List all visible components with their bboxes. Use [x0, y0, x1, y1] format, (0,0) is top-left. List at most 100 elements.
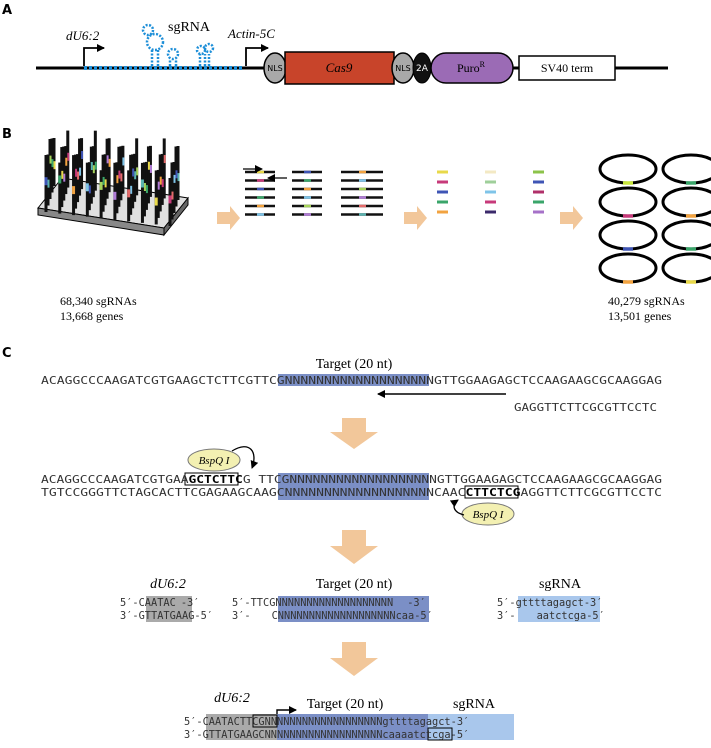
target-highlight-1 [278, 374, 429, 386]
plasmid-ring [598, 153, 658, 185]
cas9-box [284, 51, 395, 85]
tgt-bot-prefix: 3′- [232, 610, 251, 622]
tgt-top-seq: GNNNNNNNNNNNNNNNNNNN [269, 597, 393, 609]
row2-bot-right: AGGTTCTTCGCGTTCCTC [521, 487, 662, 499]
flow-arrow-2 [404, 206, 427, 230]
final-bot-suffix: -5′ [451, 729, 470, 741]
bspqi-site-box-2 [464, 485, 519, 499]
cas9-label: Cas9 [326, 60, 353, 75]
row2-top-right: GTTGGAAGAGCTCCAAGAAGCGCAAGGAG [437, 474, 662, 486]
u6-bot-suffix: -5′ [194, 610, 213, 622]
final-top-target: GNNNNNNNNNNNNNNNNNNN [258, 716, 382, 728]
row1-target: GNNNNNNNNNNNNNNNNNNN [277, 375, 434, 387]
svg-text:ACAGGCCCAAGATCGTGAAGCTCTTCGTTC: ACAGGCCCAAGATCGTGAAGCTCTTCGTTCGNNNNNNNNN… [41, 375, 662, 387]
final-bot-sg: aatctcga [401, 729, 451, 741]
sgrna-label: sgRNA [168, 20, 211, 35]
sg-bot-seq: aatctcga [537, 610, 587, 622]
flow-arrow-c1 [330, 418, 378, 449]
svg-text:PuroR: PuroR [457, 60, 486, 75]
sg-top-seq: gttttagagct [516, 597, 584, 609]
row4-caa-box [427, 727, 453, 741]
final-bot-caa: caa [382, 729, 401, 741]
row1-top-right: GTTGGAAGAGCTCCAAGAAGCGCAAGGAG [434, 375, 662, 387]
flow-arrow-3 [560, 206, 583, 230]
left-sgrna-count: 68,340 sgRNAs [60, 294, 137, 308]
u6-top-seq: CAATAC [139, 597, 176, 609]
row4-sgrna-highlight [428, 714, 514, 740]
row4-target-label: Target (20 nt) [307, 697, 384, 712]
tgt-bot-suffix: caa-5′ [396, 610, 433, 622]
row2-bot-c: C [458, 487, 466, 499]
sv40-box [518, 55, 616, 81]
final-top-sg: gttttagagct [382, 716, 450, 728]
sg-top-prefix: 5′- [497, 597, 516, 609]
row3-promoter-label: dU6:2 [150, 577, 186, 592]
sg-bot-suffix: -5′ [586, 610, 605, 622]
row2-top-gap: G TTC [243, 474, 282, 486]
row3-u6-highlight [146, 596, 192, 622]
target-highlight-2 [278, 473, 429, 500]
pcr-products [243, 165, 383, 216]
final-top-prefix: 5′- [184, 716, 203, 728]
u6-top-prefix: 5′- [120, 597, 139, 609]
svg-text:5′-TTCGNNNNNNNNNNNNNNNNNNN-3′: 5′-TTCGNNNNNNNNNNNNNNNNNNN -3′ [232, 597, 426, 609]
svg-text:5′-CAATACTTCGNNNNNNNNNNNNNNNNN: 5′-CAATACTTCGNNNNNNNNNNNNNNNNNNNgttttaga… [184, 716, 469, 728]
array-oligo-bars [44, 130, 180, 226]
row2-site-2: CTTCTCG [465, 487, 520, 499]
flow-arrow-c3 [330, 642, 378, 676]
row4-promoter-label: dU6:2 [214, 691, 250, 706]
row4-sgrna-label: sgRNA [453, 697, 496, 712]
sv40-label: SV40 term [541, 61, 594, 75]
sgrna-stem-loop-icon [141, 23, 215, 66]
row1-top-left: ACAGGCCCAAGATCGTGAAGCTCTTCGTTC [41, 375, 277, 387]
final-bot-target: CNNNNNNNNNNNNNNNNNNN [258, 729, 382, 741]
row3-target-highlight [278, 596, 429, 622]
u6-bot-prefix: 3′- [120, 610, 139, 622]
svg-text:ACAGGCCCAAGATCGTGAAGCTCTTCG TT: ACAGGCCCAAGATCGTGAAGCTCTTCG TTCGNNNNNNNN… [41, 474, 662, 486]
tgt-top-prefix: 5′-TTC [232, 597, 269, 609]
bspqi-label-1: BspQ I [199, 455, 231, 467]
row4-ttc-box [252, 714, 278, 728]
sg-bot-prefix: 3′- [497, 610, 516, 622]
row2-top-left: ACAGGCCCAAGATCGTGAA [41, 474, 189, 486]
plasmid-ring [598, 219, 658, 251]
panel-b-label: B [2, 127, 12, 142]
row2-bot-target: CNNNNNNNNNNNNNNNNNNN [277, 487, 434, 499]
row4-target-highlight [277, 714, 428, 740]
final-bot-prefix: 3′- [184, 729, 203, 741]
vector-map: dU6:2 sgRNA Actin-5C NLS Cas9 NLS 2A Pur… [36, 20, 668, 85]
tgt-top-suffix: -3′ [407, 597, 426, 609]
row2-site-1: GCTCTTC [188, 474, 242, 486]
row3-target-label: Target (20 nt) [316, 577, 393, 592]
final-bot-u6: GTTATGAAG [203, 729, 259, 741]
svg-text:5′-gttttagagct-3′: 5′-gttttagagct-3′ [497, 597, 602, 609]
nls-label-1: NLS [267, 64, 283, 73]
bspqi-enzyme-1 [187, 448, 241, 472]
puro-box [430, 52, 514, 84]
plasmid-ring [661, 186, 711, 218]
final-top-ttc: TTC [240, 716, 259, 728]
plasmid-ring [598, 252, 658, 284]
flow-arrow-c2 [330, 530, 378, 564]
row2-target: GNNNNNNNNNNNNNNNNNNN [282, 474, 437, 486]
row2-bot-caa: CAA [434, 487, 459, 499]
puro-label: Puro [457, 61, 480, 75]
u6-top-suffix: -3′ [181, 597, 200, 609]
final-top-u6: CAATAC [203, 716, 240, 728]
promoter-actin-label: Actin-5C [227, 26, 275, 41]
row3-sgrna-highlight [518, 596, 600, 622]
cut-arrow-2 [449, 499, 465, 516]
u6-bot-seq: GTTATGAAG [139, 610, 195, 622]
plasmid-ring [661, 252, 711, 284]
plasmid-library [598, 153, 711, 284]
svg-text:3′-GTTATGAAG-5′: 3′-GTTATGAAG-5′ [120, 610, 213, 622]
cut-arrow-1 [231, 446, 259, 469]
svg-text:3′-GTTATGAAGCNNNNNNNNNNNNNNNNN: 3′-GTTATGAAGCNNNNNNNNNNNNNNNNNNNcaaaatct… [184, 729, 469, 741]
row3-sgrna-label: sgRNA [539, 577, 582, 592]
panel-a-label: A [2, 3, 12, 18]
row1-primer: GAGGTTCTTCGCGTTCCTC [514, 402, 657, 414]
svg-text:5′-CAATAC-3′: 5′-CAATAC -3′ [120, 597, 199, 609]
puro-superscript: R [480, 60, 486, 69]
promoter-arrow-actin [245, 44, 269, 66]
